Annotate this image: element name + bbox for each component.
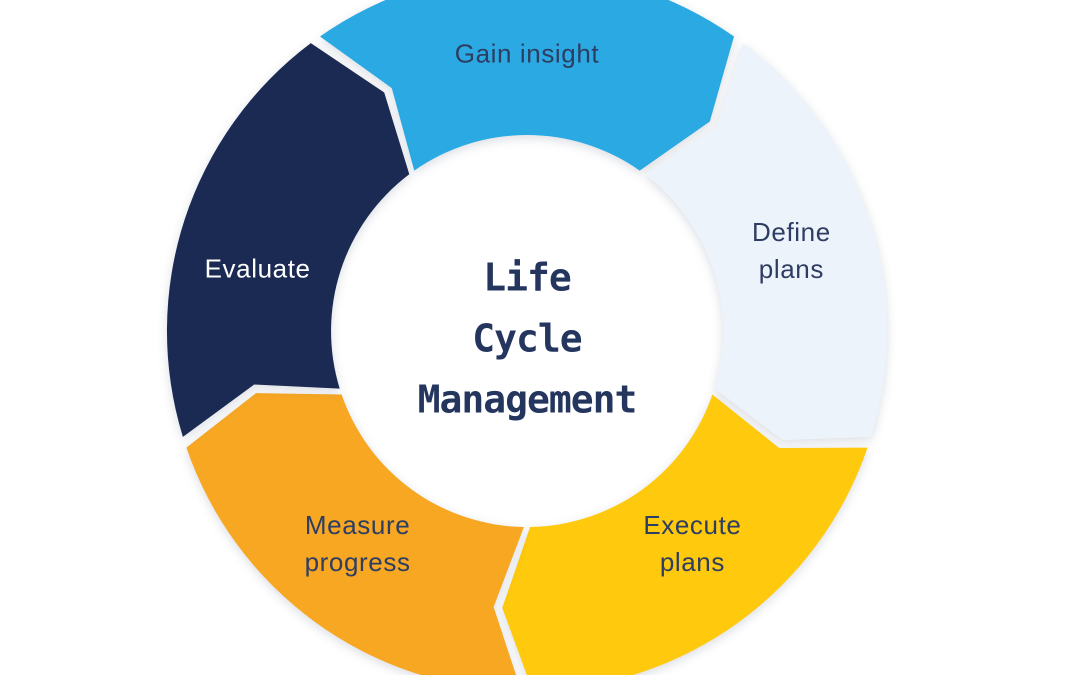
segment-label-evaluate: Evaluate <box>205 251 311 288</box>
diagram-title: Life Cycle Management <box>417 248 638 431</box>
diagram-title-line: Management <box>417 377 638 422</box>
segment-label-execute-plans: Execute plans <box>643 507 741 581</box>
segment-label-line: Define <box>752 217 831 248</box>
segment-label-line: Measure <box>304 509 411 540</box>
segment-arrow-measure-progress <box>186 393 524 675</box>
segment-arrow-define-plans <box>644 43 888 441</box>
segment-arrow-evaluate <box>166 43 410 437</box>
segment-label-line: plans <box>659 546 725 577</box>
segment-label-line: plans <box>758 254 824 285</box>
segment-label-gain-insight: Gain insight <box>455 36 600 73</box>
segment-arrow-gain-insight <box>320 0 734 171</box>
segment-label-measure-progress: Measure progress <box>305 507 411 581</box>
diagram-title-line: Life <box>483 255 572 300</box>
segment-label-line: Execute <box>643 509 742 540</box>
segment-arrow-execute-plans <box>502 394 868 675</box>
diagram-title-line: Cycle <box>472 316 582 361</box>
segment-label-line: Evaluate <box>204 253 311 284</box>
segment-label-line: Gain insight <box>454 38 600 69</box>
segment-label-line: progress <box>304 546 411 577</box>
segment-label-define-plans: Define plans <box>752 214 831 288</box>
